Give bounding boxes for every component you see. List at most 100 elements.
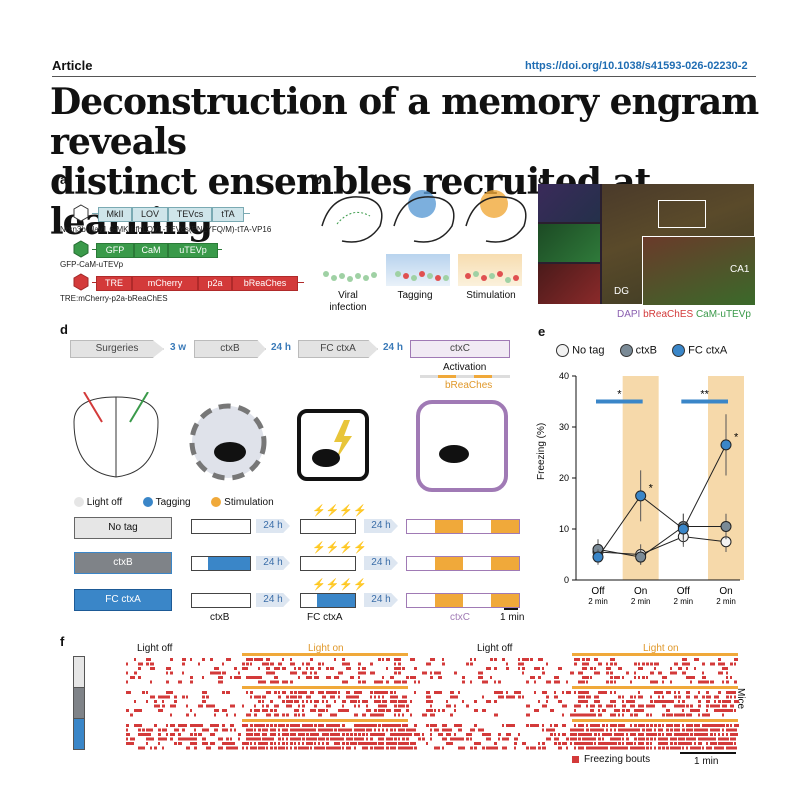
bout-1-2-248 [374, 700, 379, 703]
bout-1-2-432 [558, 700, 562, 703]
bout-2-5-476 [602, 746, 606, 750]
doi-link[interactable]: https://doi.org/10.1038/s41593-026-02230… [525, 60, 748, 72]
bout-1-4-508 [634, 709, 639, 712]
bout-2-0-288 [414, 724, 417, 727]
bout-1-5-160 [286, 713, 289, 717]
bout-2-0-452 [578, 724, 583, 727]
bout-0-4-132 [258, 676, 262, 679]
shock-icon-1: ⚡⚡⚡⚡ [312, 505, 367, 517]
bout-2-0-104 [230, 724, 234, 727]
bout-2-3-448 [574, 737, 577, 741]
bout-2-2-436 [562, 733, 566, 736]
bout-0-3-168 [294, 671, 297, 675]
bout-2-3-204 [330, 737, 335, 741]
bout-1-3-252 [378, 704, 382, 708]
bout-1-0-196 [322, 691, 324, 694]
bout-2-0-268 [394, 724, 399, 727]
construct3-seg-3: bReaChes [232, 276, 298, 291]
row2-fc-box [300, 556, 356, 571]
bout-2-4-144 [270, 742, 273, 745]
arrow-24h-2: 24 h [256, 556, 290, 570]
bout-1-5-504 [630, 713, 633, 717]
bout-2-0-8 [134, 724, 138, 727]
bout-2-5-244 [370, 746, 373, 750]
bout-1-1-604 [730, 695, 732, 699]
bout-1-0-476 [602, 691, 607, 694]
sig-star-4: * [734, 431, 739, 443]
bout-1-5-272 [398, 713, 400, 717]
bout-2-1-552 [678, 728, 680, 732]
bout-2-0-520 [646, 724, 649, 727]
timeline-fc-ctxa: FC ctxA [298, 340, 378, 358]
bout-2-1-488 [614, 728, 616, 732]
bout-2-3-112 [238, 737, 240, 741]
bout-1-0-204 [330, 691, 334, 694]
bout-2-5-572 [698, 746, 701, 750]
bout-2-4-476 [602, 742, 607, 745]
bout-0-3-416 [542, 671, 545, 675]
bout-0-5-292 [418, 680, 420, 684]
bout-1-1-160 [286, 695, 289, 699]
bout-2-0-160 [286, 724, 289, 727]
bout-2-1-604 [730, 728, 734, 732]
bout-2-1-236 [362, 728, 365, 732]
arrow-24h-5: 24 h [364, 556, 398, 570]
x-tick-sub-3: 2 min [716, 597, 736, 606]
bout-2-2-160 [286, 733, 289, 736]
bout-0-3-244 [370, 671, 375, 675]
bout-1-4-512 [638, 709, 642, 712]
bout-1-0-228 [354, 691, 359, 694]
bout-1-0-220 [346, 691, 350, 694]
bout-0-4-232 [358, 676, 360, 679]
bout-2-0-180 [306, 724, 311, 727]
bout-1-3-240 [366, 704, 368, 708]
bout-2-3-360 [486, 737, 491, 741]
bout-2-4-580 [706, 742, 708, 745]
bout-2-5-160 [286, 746, 288, 750]
bout-1-2-348 [474, 700, 477, 703]
bout-2-2-596 [722, 733, 724, 736]
bout-2-3-468 [594, 737, 596, 741]
bout-1-4-556 [682, 709, 684, 712]
bout-2-4-600 [726, 742, 731, 745]
bout-0-1-556 [682, 662, 687, 666]
bout-2-1-544 [670, 728, 673, 732]
bout-2-1-556 [682, 728, 685, 732]
bout-1-0-312 [438, 691, 442, 694]
bout-1-5-156 [282, 713, 285, 717]
bout-2-5-172 [298, 746, 302, 750]
bout-1-2-200 [326, 700, 328, 703]
bout-1-1-152 [278, 695, 281, 699]
bout-1-4-268 [394, 709, 399, 712]
bout-2-0-156 [282, 724, 285, 727]
bout-0-3-268 [394, 671, 397, 675]
bout-2-1-564 [690, 728, 693, 732]
bout-2-3-540 [666, 737, 668, 741]
bout-2-0-0 [126, 724, 129, 727]
bout-2-4-20 [146, 742, 148, 745]
bout-1-4-608 [734, 709, 736, 712]
bout-2-5-36 [162, 746, 164, 750]
bout-2-2-292 [418, 733, 420, 736]
bout-2-4-604 [730, 742, 733, 745]
bout-0-5-156 [282, 680, 286, 684]
bout-2-1-80 [206, 728, 209, 732]
bout-0-1-268 [394, 662, 396, 666]
bout-1-5-120 [246, 713, 251, 717]
bout-2-0-504 [630, 724, 632, 727]
bout-2-2-152 [278, 733, 280, 736]
bout-2-0-244 [370, 724, 374, 727]
bout-2-0-436 [562, 724, 566, 727]
bout-1-0-212 [338, 691, 340, 694]
bout-2-2-216 [342, 733, 345, 736]
legend-stimulation: Stimulation [224, 497, 274, 508]
bout-0-5-452 [578, 680, 582, 684]
bout-2-3-376 [502, 737, 506, 741]
bout-2-1-244 [370, 728, 372, 732]
bout-2-4-348 [474, 742, 479, 745]
bout-0-2-600 [726, 667, 728, 670]
bout-2-5-212 [338, 746, 341, 750]
bout-2-3-120 [246, 737, 251, 741]
bout-2-0-72 [198, 724, 203, 727]
bout-2-4-96 [222, 742, 227, 745]
